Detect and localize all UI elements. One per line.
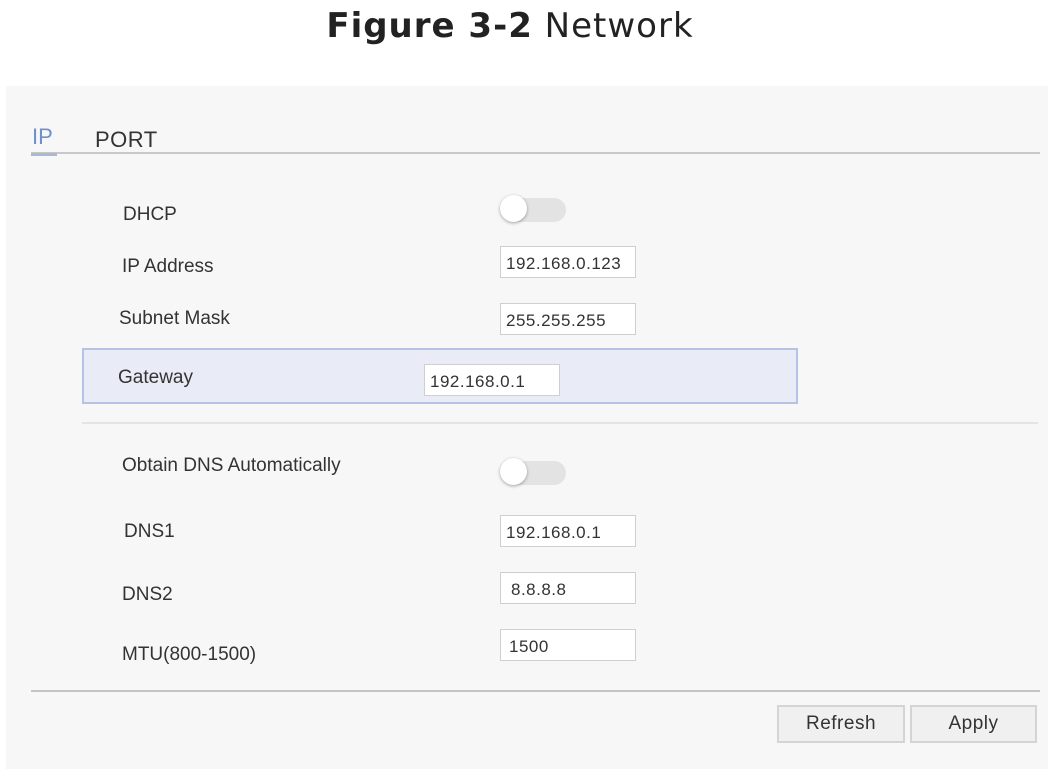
gateway-input[interactable]: [424, 364, 560, 396]
ip-address-input[interactable]: [500, 246, 636, 278]
tab-divider: [31, 152, 1040, 154]
figure-caption: Figure 3-2 Network: [0, 6, 1020, 46]
refresh-button[interactable]: Refresh: [777, 705, 905, 743]
dns2-label: DNS2: [122, 584, 173, 605]
dhcp-row: DHCP: [82, 190, 798, 244]
footer-divider: [31, 690, 1040, 692]
dns1-input[interactable]: [500, 515, 636, 547]
subnet-mask-row: Subnet Mask: [82, 298, 798, 352]
dns1-label: DNS1: [124, 521, 175, 542]
dhcp-toggle-knob: [500, 195, 527, 222]
mtu-row: MTU(800-1500): [82, 624, 798, 678]
dns2-row: DNS2: [82, 564, 798, 618]
dhcp-toggle[interactable]: [500, 195, 567, 223]
mtu-input[interactable]: [500, 629, 636, 661]
tab-port[interactable]: PORT: [95, 127, 158, 152]
apply-button[interactable]: Apply: [910, 705, 1037, 743]
obtain-dns-label: Obtain DNS Automatically: [122, 455, 341, 476]
obtain-dns-row: Obtain DNS Automatically: [82, 442, 798, 496]
ip-address-label: IP Address: [122, 256, 214, 277]
tab-ip[interactable]: IP: [32, 124, 53, 149]
dhcp-label: DHCP: [123, 204, 177, 225]
mtu-label: MTU(800-1500): [122, 644, 257, 665]
obtain-dns-toggle[interactable]: [500, 458, 567, 486]
subnet-mask-input[interactable]: [500, 303, 636, 335]
section-divider: [82, 422, 1038, 424]
gateway-label: Gateway: [118, 367, 193, 388]
gateway-row[interactable]: Gateway: [82, 348, 798, 404]
network-settings-panel: IP PORT DHCP IP Address Subnet Mask Gate…: [6, 86, 1048, 769]
obtain-dns-toggle-knob: [500, 458, 527, 485]
dns1-row: DNS1: [82, 506, 798, 560]
figure-title: Network: [544, 6, 694, 46]
ip-address-row: IP Address: [82, 244, 798, 298]
active-tab-indicator: [31, 153, 57, 156]
subnet-mask-label: Subnet Mask: [119, 308, 230, 329]
figure-number: Figure 3-2: [326, 6, 533, 46]
dns2-input[interactable]: [500, 572, 636, 604]
